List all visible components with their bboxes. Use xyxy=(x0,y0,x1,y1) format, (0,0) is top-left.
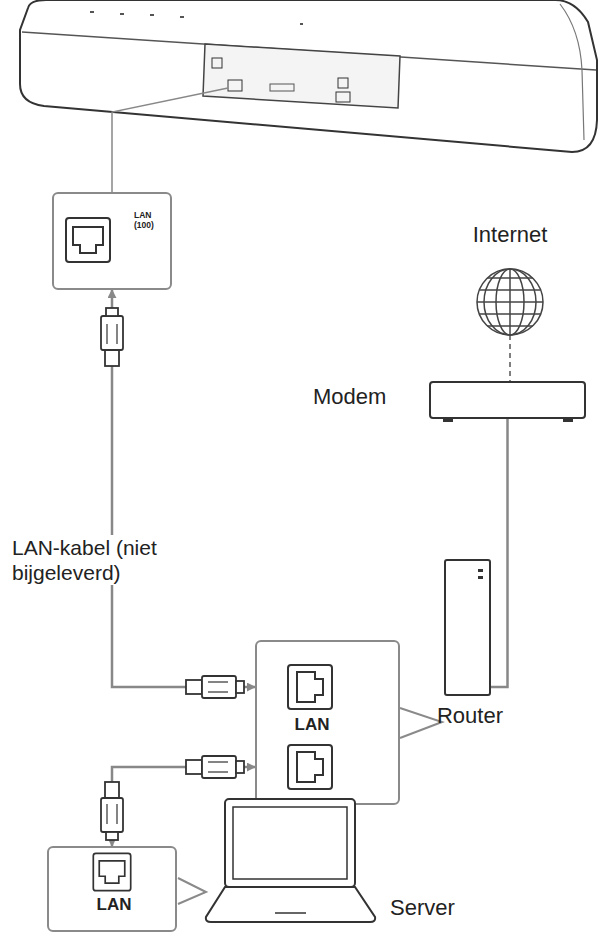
server-laptop: Server xyxy=(205,795,472,932)
soundbar-body xyxy=(20,0,597,152)
globe-symbol xyxy=(477,269,543,335)
text-holder: LAN xyxy=(277,715,347,735)
leader-line xyxy=(112,88,228,192)
cable-label-text: LAN-kabel (niet bijgeleverd) xyxy=(12,535,184,585)
lan-plug xyxy=(101,782,123,840)
text-holder: Modem xyxy=(313,384,423,410)
router-led xyxy=(478,576,483,579)
callout-tail xyxy=(178,878,206,904)
lan-plug xyxy=(101,308,123,366)
node-label: LAN xyxy=(79,895,149,915)
modem-box xyxy=(430,382,585,418)
lan-port xyxy=(66,218,110,262)
dashed-link xyxy=(509,335,511,382)
node-label: Server xyxy=(390,895,468,921)
callout-tail xyxy=(400,708,442,738)
lan-port xyxy=(93,853,130,890)
panel-port xyxy=(338,78,348,88)
soundbar xyxy=(20,0,597,152)
node-label: Modem xyxy=(313,384,423,410)
cable-line xyxy=(112,290,255,687)
cable-line xyxy=(490,418,508,687)
hdmi-port xyxy=(270,84,294,91)
connector-panel xyxy=(203,44,400,108)
text-holder: LAN xyxy=(79,895,149,915)
modem-foot xyxy=(443,418,453,422)
panel-port xyxy=(212,58,222,68)
router-port-callout: LAN xyxy=(255,640,400,805)
text-holder: Router xyxy=(410,703,530,729)
text-holder: Server xyxy=(390,895,468,921)
lan-port xyxy=(288,665,332,709)
text-holder: Internet xyxy=(440,222,580,248)
node-label: Internet xyxy=(440,222,580,248)
server-port-callout: LAN xyxy=(47,846,177,932)
panel-port xyxy=(336,92,350,102)
lan-plug xyxy=(186,756,244,778)
laptop-symbol xyxy=(206,799,375,922)
buttons xyxy=(90,12,303,24)
lan-plug xyxy=(186,676,244,698)
cable-label: LAN-kabel (niet bijgeleverd) xyxy=(12,535,184,585)
node-label: LAN (100) xyxy=(134,210,168,230)
soundbar-end xyxy=(560,4,584,140)
router-tower xyxy=(445,560,490,695)
router: Router xyxy=(410,555,534,740)
modem-foot xyxy=(563,418,573,422)
lan-port xyxy=(288,745,332,789)
modem: Modem xyxy=(305,378,590,430)
port-inset: LAN (100) xyxy=(52,192,172,290)
lan-port-small xyxy=(228,80,242,91)
internet-globe: Internet xyxy=(440,222,584,342)
text-holder: LAN (100) xyxy=(134,210,168,230)
node-label: Router xyxy=(410,703,530,729)
router-led xyxy=(478,569,483,572)
node-label: LAN xyxy=(277,715,347,735)
